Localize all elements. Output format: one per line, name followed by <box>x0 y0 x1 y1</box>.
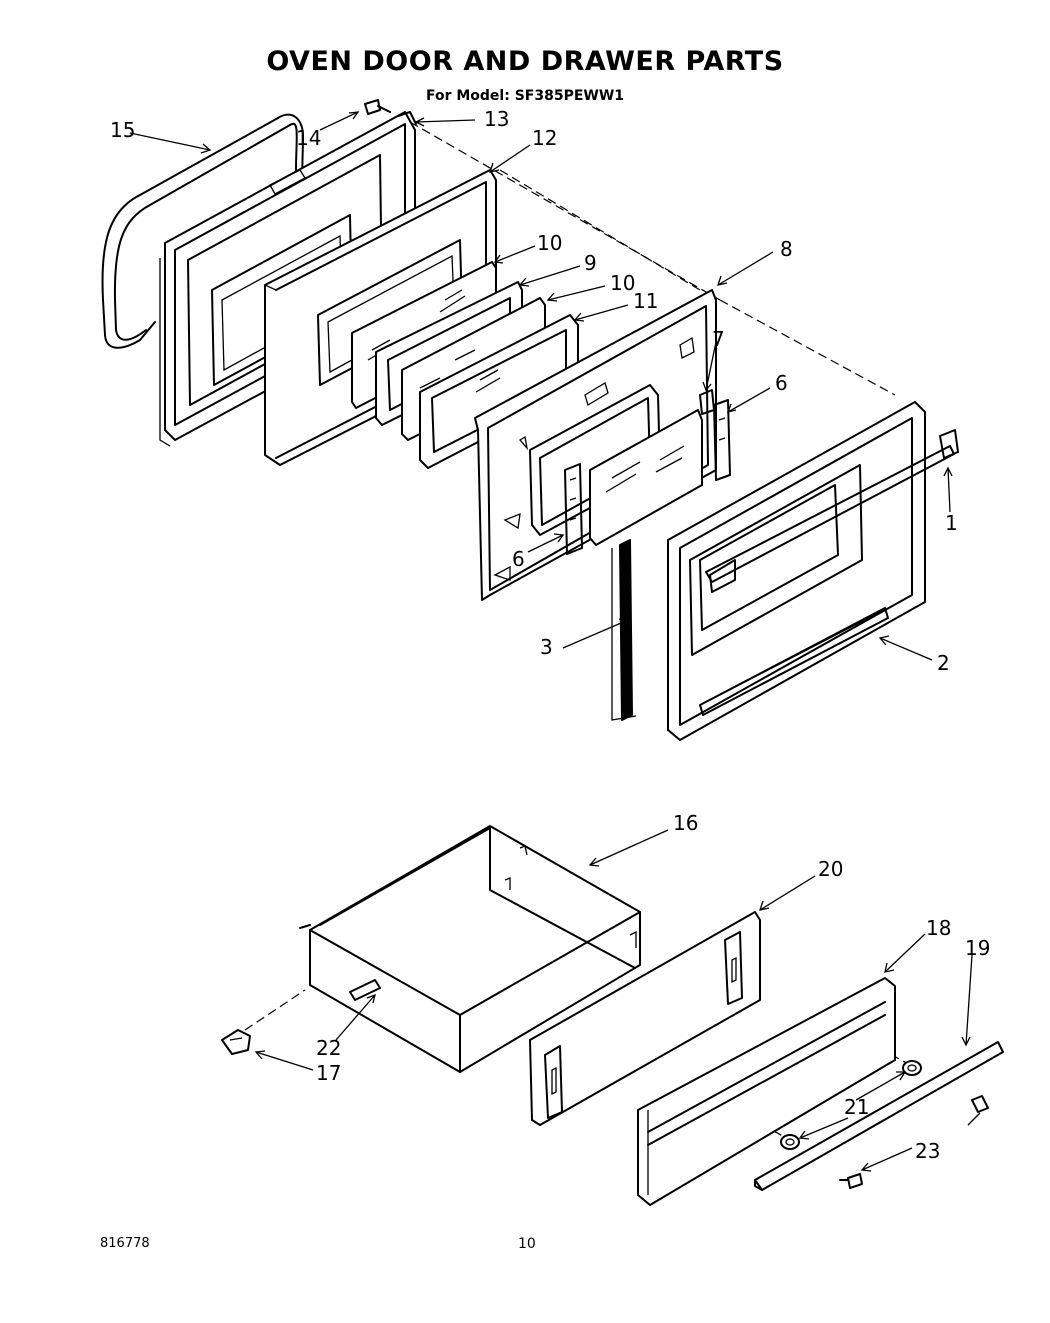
callout-15: 15 <box>110 118 135 142</box>
model-subtitle: For Model: SF385PEWW1 <box>425 88 625 104</box>
drawer-handle-part-19 <box>754 1041 1004 1191</box>
spacer-part-21b <box>780 1134 800 1150</box>
callout-10b: 10 <box>610 271 635 295</box>
roller-part-22 <box>349 979 381 1001</box>
window-glass-part-3 <box>589 409 703 546</box>
page-title: OVEN DOOR AND DRAWER PARTS <box>266 46 784 77</box>
door-gasket <box>611 539 637 721</box>
callout-10a: 10 <box>537 231 562 255</box>
callout-23: 23 <box>915 1139 940 1163</box>
callout-1: 1 <box>945 511 958 535</box>
callout-11: 11 <box>633 289 658 313</box>
screw-part-23b <box>839 1173 863 1189</box>
drawer-front-support-part-20 <box>529 911 761 1126</box>
hinge-part-6a <box>564 463 583 555</box>
callout-19: 19 <box>965 936 990 960</box>
hinge-part-6b <box>713 399 731 481</box>
callout-2: 2 <box>937 651 950 675</box>
leader-lines <box>129 111 981 1172</box>
callout-14: 14 <box>296 126 321 150</box>
callout-21: 21 <box>844 1095 869 1119</box>
page-number: 10 <box>518 1236 536 1252</box>
screw-part-14 <box>364 99 391 115</box>
callout-22: 22 <box>316 1036 341 1060</box>
callout-3: 3 <box>540 635 553 659</box>
callout-6b: 6 <box>775 371 788 395</box>
drawer-front-panel-part-18 <box>637 977 896 1206</box>
drawer-body-part-16 <box>299 825 641 1073</box>
screw-part-23a <box>971 1095 989 1113</box>
callout-20: 20 <box>818 857 843 881</box>
callout-18: 18 <box>926 916 951 940</box>
callout-16: 16 <box>673 811 698 835</box>
outer-door-panel-part-2 <box>667 401 926 741</box>
diagram-code: 816778 <box>100 1236 150 1251</box>
callout-17: 17 <box>316 1061 341 1085</box>
callout-labels: 15 14 13 12 10 9 10 11 8 7 6 6 3 2 1 16 … <box>110 107 990 1163</box>
door-handle-part-1 <box>705 429 959 583</box>
hinge-clip-part-7 <box>699 389 715 415</box>
callout-7: 7 <box>712 327 725 351</box>
door-handle-part-15 <box>101 113 305 349</box>
callout-12: 12 <box>532 126 557 150</box>
roller-clip-part-17 <box>221 1029 251 1055</box>
callout-6a: 6 <box>512 547 525 571</box>
callout-8: 8 <box>780 237 793 261</box>
spacer-part-21a <box>902 1060 922 1076</box>
callout-13: 13 <box>484 107 509 131</box>
callout-9: 9 <box>584 251 597 275</box>
